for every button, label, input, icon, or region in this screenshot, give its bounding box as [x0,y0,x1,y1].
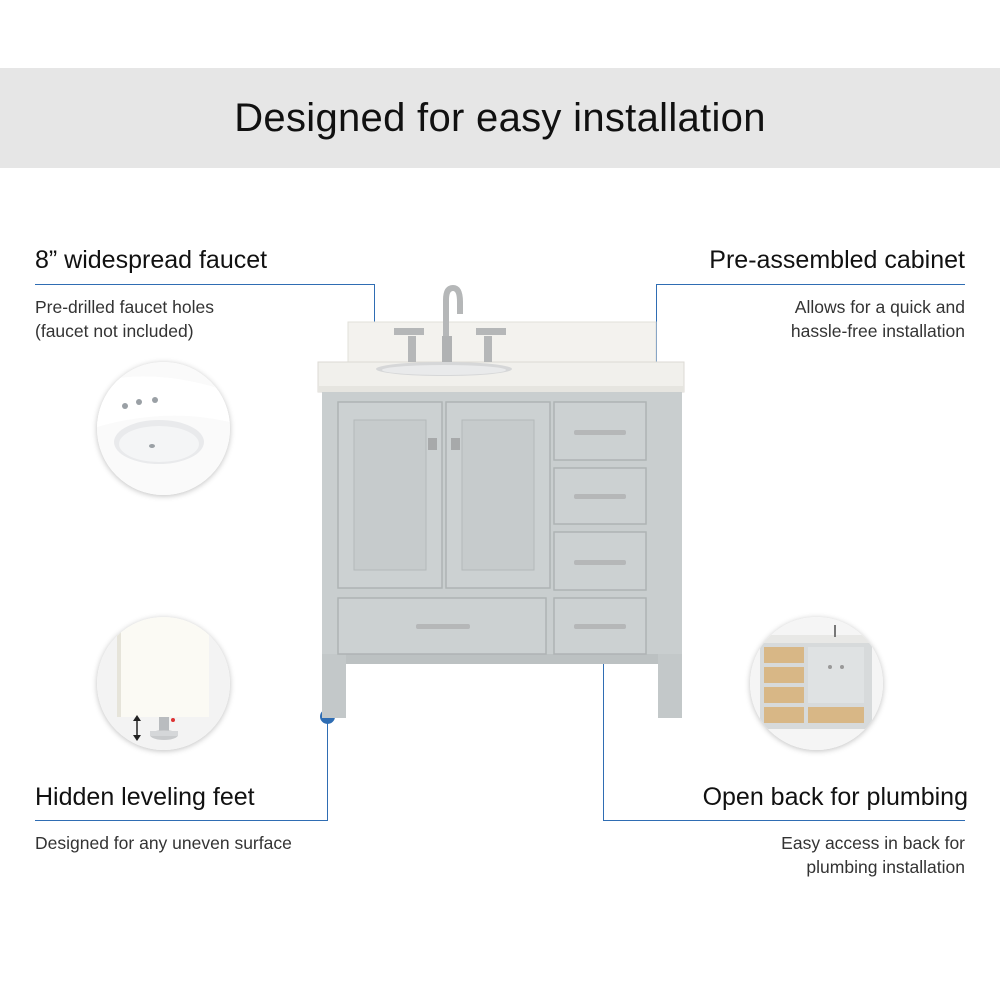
feet-leader-h [35,820,328,821]
plumbing-leader-v [603,612,604,820]
leveling-foot-image [97,617,230,750]
faucet-desc: Pre-drilled faucet holes (faucet not inc… [35,297,214,341]
cabinet-title: Pre-assembled cabinet [709,246,965,274]
vanity-cabinet-image [317,284,685,718]
feet-title: Hidden leveling feet [35,783,255,811]
open-back-thumbnail [750,617,883,750]
leveling-feet-thumbnail [97,617,230,750]
feet-desc: Designed for any uneven surface [35,833,292,853]
feet-leader-v [327,716,328,820]
faucet-holes-thumbnail [97,362,230,495]
cabinet-back-image [750,617,883,750]
sink-basin-image [97,362,230,495]
plumbing-title: Open back for plumbing [702,783,968,811]
plumbing-leader-h [603,820,965,821]
header-banner: Designed for easy installation [0,68,1000,168]
vanity-illustration [300,280,700,730]
page-title: Designed for easy installation [234,95,766,140]
cabinet-desc: Allows for a quick and hassle-free insta… [790,297,965,341]
faucet-title: 8” widespread faucet [35,246,268,274]
cabinet-leader-h [656,284,965,285]
plumbing-desc: Easy access in back for plumbing install… [781,833,965,877]
faucet-leader-h [35,284,375,285]
faucet-leader-v [374,284,375,352]
